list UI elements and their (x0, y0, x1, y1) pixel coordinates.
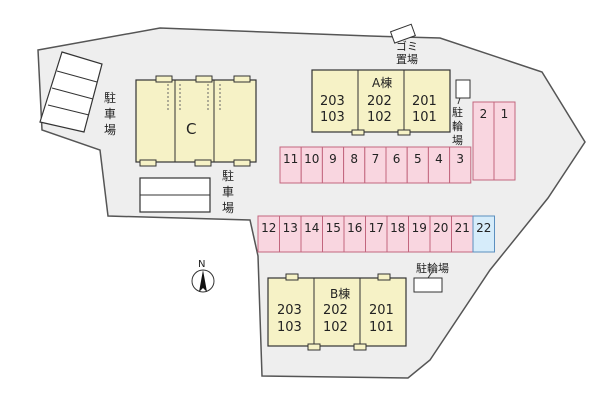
building-b-unit-103: 103 (277, 320, 302, 335)
parking-center-label-1: 駐 (222, 168, 234, 183)
bike-right-label-1: 駐 (452, 105, 463, 119)
parking-space-3: 3 (449, 146, 472, 184)
parking-space-label: 19 (412, 221, 427, 235)
parking-space-label: 4 (435, 152, 443, 166)
parking-lot-center (139, 177, 211, 213)
parking-space-6: 6 (385, 146, 408, 184)
parking-space-21: 21 (451, 215, 474, 253)
parking-space-16: 16 (343, 215, 366, 253)
parking-space-label: 14 (304, 221, 319, 235)
parking-space-10: 10 (300, 146, 323, 184)
parking-space-1: 1 (493, 101, 516, 181)
parking-space-8: 8 (343, 146, 366, 184)
garbage-station (389, 23, 416, 44)
north-arrow-icon (191, 269, 215, 293)
building-a-unit-203: 203 (320, 94, 345, 109)
parking-space-label: 21 (455, 221, 470, 235)
building-a-unit-202: 202 (367, 94, 392, 109)
building-b-unit-202: 202 (323, 303, 348, 318)
parking-space-18: 18 (386, 215, 409, 253)
building-a (311, 69, 451, 136)
parking-space-label: 6 (393, 152, 401, 166)
parking-space-5: 5 (406, 146, 429, 184)
parking-space-label: 8 (350, 152, 358, 166)
building-b-unit-101: 101 (369, 320, 394, 335)
parking-space-4: 4 (427, 146, 451, 184)
parking-space-label: 16 (347, 221, 362, 235)
building-a-label: A棟 (372, 75, 392, 90)
parking-space-label: 22 (476, 221, 491, 235)
parking-space-label: 2 (480, 107, 488, 121)
parking-space-9: 9 (321, 146, 345, 184)
building-c-label: C (186, 120, 196, 138)
parking-space-label: 11 (283, 152, 298, 166)
parking-space-17: 17 (365, 215, 388, 253)
parking-space-rect (472, 215, 495, 253)
building-c (135, 75, 257, 167)
parking-space-13: 13 (279, 215, 302, 253)
parking-space-22: 22 (472, 215, 495, 253)
parking-space-label: 13 (283, 221, 298, 235)
building-a-unit-101: 101 (412, 110, 437, 125)
parking-lot-left (39, 51, 103, 133)
parking-space-label: 17 (369, 221, 384, 235)
parking-space-rect (449, 146, 472, 184)
parking-space-11: 11 (279, 146, 302, 184)
parking-space-label: 1 (501, 107, 509, 121)
parking-space-label: 10 (304, 152, 319, 166)
parking-space-12: 12 (257, 215, 280, 253)
parking-left-label-3: 場 (104, 123, 116, 137)
parking-space-15: 15 (322, 215, 345, 253)
building-b (267, 273, 407, 351)
parking-left-label-1: 駐 (104, 90, 116, 105)
building-a-unit-103: 103 (320, 110, 345, 125)
parking-space-7: 7 (364, 146, 387, 184)
parking-left-label-2: 車 (104, 107, 116, 121)
parking-space-rect (493, 101, 516, 181)
parking-space-label: 9 (329, 152, 337, 166)
building-a-unit-102: 102 (367, 110, 392, 125)
parking-space-19: 19 (408, 215, 431, 253)
parking-center-label-2: 車 (222, 185, 234, 199)
parking-space-label: 12 (261, 221, 276, 235)
garbage-label-1: ゴミ (396, 39, 418, 53)
parking-space-2: 2 (472, 101, 495, 181)
parking-space-label: 5 (414, 152, 422, 166)
parking-space-label: 15 (326, 221, 341, 235)
garbage-label-2: 置場 (396, 53, 418, 66)
building-b-label: B棟 (330, 286, 350, 301)
bike-bottom-label: 駐輪場 (416, 261, 449, 275)
parking-center-label-3: 場 (222, 201, 234, 215)
parking-space-label: 7 (372, 152, 380, 166)
north-label: N (198, 259, 205, 270)
bike-right-label-3: 場 (452, 134, 463, 147)
building-a-unit-201: 201 (412, 94, 437, 109)
bike-parking-bottom (413, 277, 443, 293)
building-b-unit-201: 201 (369, 303, 394, 318)
parking-space-label: 3 (456, 152, 464, 166)
bike-right-label-2: 輪 (452, 119, 463, 133)
building-b-unit-102: 102 (323, 320, 348, 335)
parking-space-14: 14 (300, 215, 323, 253)
parking-space-20: 20 (429, 215, 452, 253)
parking-row-bottom: 12 13 14 15 16 17 18 19 20 21 22 (257, 215, 495, 253)
bike-parking-right (455, 79, 471, 99)
parking-space-label: 20 (433, 221, 448, 235)
parking-space-label: 18 (390, 221, 405, 235)
building-b-unit-203: 203 (277, 303, 302, 318)
